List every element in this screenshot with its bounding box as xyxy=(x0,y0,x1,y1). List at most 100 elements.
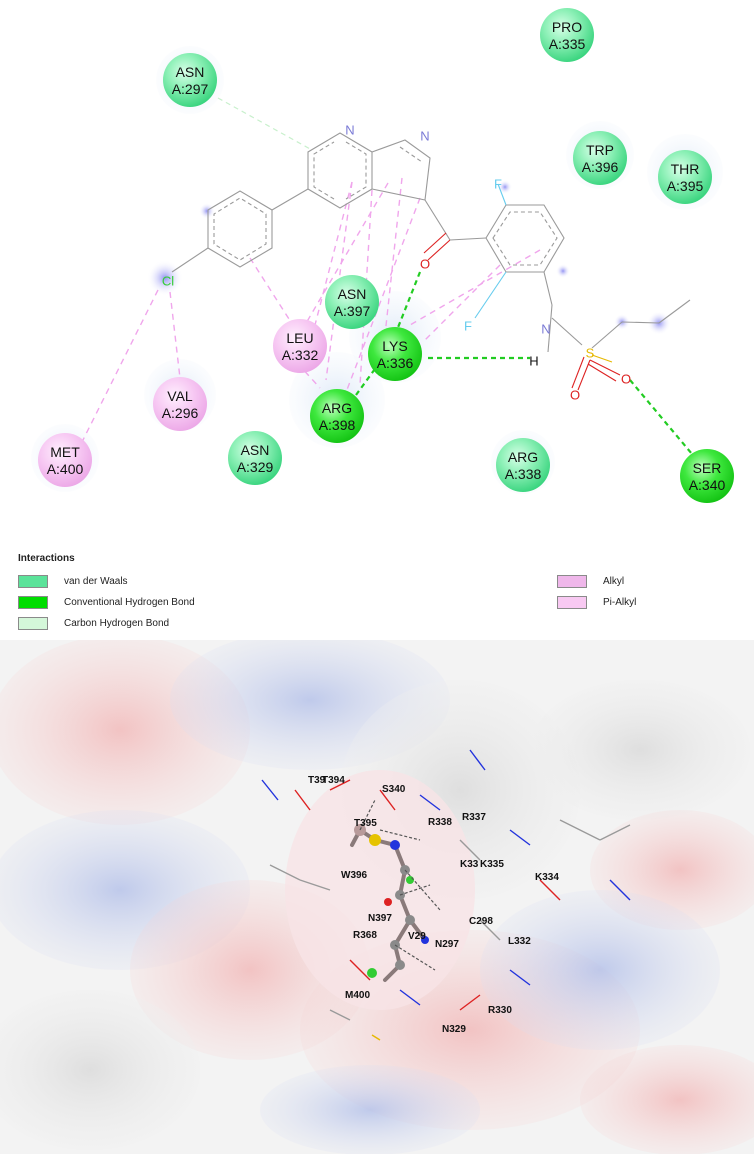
residue-circle xyxy=(325,275,379,329)
residue-label-3d: K334 xyxy=(535,872,559,883)
ligand-3d xyxy=(350,824,429,982)
residue-id: A:340 xyxy=(689,477,726,493)
atom-label: Cl xyxy=(162,273,174,288)
residue-label-3d: N297 xyxy=(435,939,459,950)
residue-label-3d: L332 xyxy=(508,936,531,947)
legend-item-pi-alkyl: Pi-Alkyl xyxy=(557,594,636,610)
legend-item-conventional-hbond: Conventional Hydrogen Bond xyxy=(18,594,195,610)
residue-name: ASN xyxy=(338,286,367,302)
ligand-atoms: N N N H S O O O F F Cl xyxy=(162,122,631,402)
residue-name: THR xyxy=(671,161,700,177)
residue-id: A:335 xyxy=(549,36,586,52)
residue-name: SER xyxy=(693,460,722,476)
atom-label: O xyxy=(570,387,580,402)
residue-circle xyxy=(163,53,217,107)
legend-label: Carbon Hydrogen Bond xyxy=(64,617,170,629)
residue-circle xyxy=(310,389,364,443)
atom-label: S xyxy=(586,345,595,360)
residue-label-3d: R368 xyxy=(353,930,377,941)
residue-label-3d: R337 xyxy=(462,812,486,823)
atom-label: O xyxy=(420,256,430,271)
interaction-diagram-2d: N N N H S O O O F F Cl PROA:335ASNA:297T… xyxy=(31,8,734,503)
contact-lines xyxy=(359,799,441,971)
residue-circle xyxy=(573,131,627,185)
legend-swatch xyxy=(557,574,587,588)
residue-label-3d: T39 xyxy=(308,775,326,786)
residue-circle xyxy=(680,449,734,503)
residue-name: ARG xyxy=(322,400,352,416)
residue-id: A:398 xyxy=(319,417,356,433)
residue-circle xyxy=(38,433,92,487)
residue-label-3d: K33 xyxy=(460,859,479,870)
interaction-lines xyxy=(81,97,698,461)
protein-sticks xyxy=(261,749,631,1041)
residue-label-3d: M400 xyxy=(345,990,370,1001)
residue-id: A:332 xyxy=(282,347,319,363)
legend-item-carbon-hbond: Carbon Hydrogen Bond xyxy=(18,615,169,631)
surface-blobs xyxy=(0,640,754,1154)
residue-label-3d: R330 xyxy=(488,1005,512,1016)
atom-label: F xyxy=(494,176,502,191)
solvent-halos xyxy=(31,46,723,494)
residue-name: LYS xyxy=(382,338,407,354)
legend-label: Conventional Hydrogen Bond xyxy=(64,596,195,608)
residue-circle xyxy=(540,8,594,62)
residue-name: ARG xyxy=(508,449,538,465)
residue-id: A:397 xyxy=(334,303,371,319)
legend-label: Alkyl xyxy=(603,575,625,587)
residue-id: A:396 xyxy=(582,159,619,175)
atom-label: H xyxy=(529,353,538,368)
legend-swatch xyxy=(557,595,587,609)
residue-id: A:329 xyxy=(237,459,274,475)
ligand-skeleton xyxy=(171,132,691,391)
residue-name: ASN xyxy=(241,442,270,458)
residue-id: A:395 xyxy=(667,178,704,194)
residue-id: A:296 xyxy=(162,405,199,421)
residue-circle xyxy=(658,150,712,204)
atom-label: N xyxy=(345,122,354,137)
residue-label-3d: T394 xyxy=(322,775,345,786)
residue-circle xyxy=(228,431,282,485)
atom-label: F xyxy=(464,318,472,333)
legend-label: Pi-Alkyl xyxy=(603,596,637,608)
residue-label-3d: N329 xyxy=(442,1024,466,1035)
residue-name: ASN xyxy=(176,64,205,80)
legend-item-van-der-waals: van der Waals xyxy=(18,573,128,589)
residue-id: A:336 xyxy=(377,355,414,371)
atom-label: N xyxy=(541,321,550,336)
interactions-legend: Interactions van der Waals Conventional … xyxy=(0,545,754,640)
atom-label: N xyxy=(420,128,429,143)
legend-swatch xyxy=(18,574,48,588)
residue-name: PRO xyxy=(552,19,582,35)
residue-name: VAL xyxy=(167,388,193,404)
residue-label-3d: S340 xyxy=(382,784,406,795)
residue-label-3d: K335 xyxy=(480,859,504,870)
residue-circle xyxy=(496,438,550,492)
residue-label-3d: R338 xyxy=(428,817,452,828)
atom-label: O xyxy=(621,371,631,386)
legend-swatch xyxy=(18,616,48,630)
residue-id: A:400 xyxy=(47,461,84,477)
residue-circle xyxy=(273,319,327,373)
residue-name: MET xyxy=(50,444,80,460)
residue-label-3d: C298 xyxy=(469,916,493,927)
legend-label: van der Waals xyxy=(64,575,128,587)
residue-label-3d: W396 xyxy=(341,870,368,881)
residue-name: TRP xyxy=(586,142,614,158)
residue-circle xyxy=(368,327,422,381)
residue-circle xyxy=(153,377,207,431)
